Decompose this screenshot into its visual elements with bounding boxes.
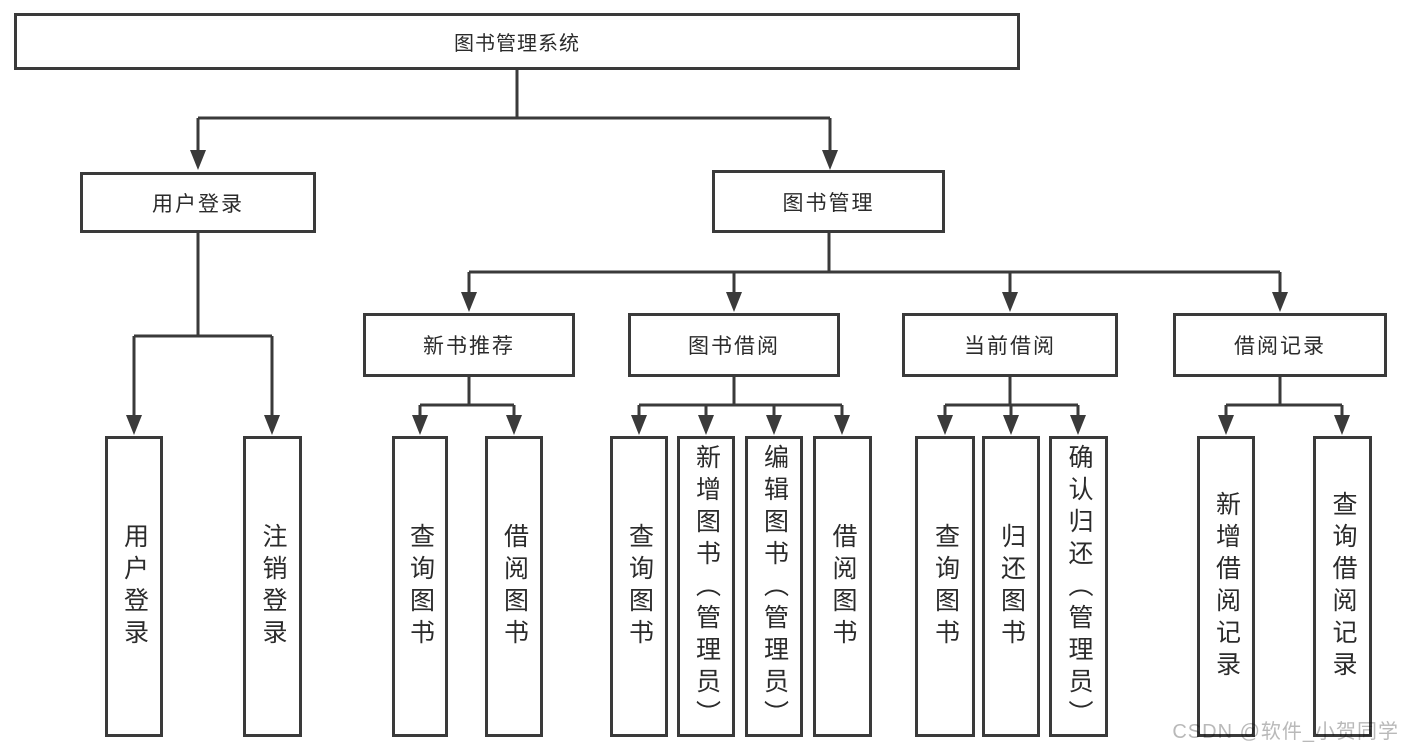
arrowhead — [1070, 415, 1086, 435]
leaf-bb-edit-book-admin-label: 编辑图书（管理员） — [760, 444, 789, 732]
node-book-management: 图书管理 — [712, 170, 945, 233]
leaf-logout: 注销登录 — [243, 436, 302, 737]
node-new-book-recommend: 新书推荐 — [363, 313, 575, 377]
leaf-cb-return-book-label: 归还图书 — [997, 522, 1026, 651]
arrowhead — [412, 415, 428, 435]
leaf-bb-edit-book-admin: 编辑图书（管理员） — [745, 436, 803, 737]
node-borrow-record-label: 借阅记录 — [1234, 335, 1326, 358]
leaf-br-query-record-label: 查询借阅记录 — [1329, 490, 1357, 683]
arrowhead — [1272, 292, 1288, 312]
leaf-cb-confirm-return-admin: 确认归还（管理员） — [1049, 436, 1108, 737]
node-current-borrow: 当前借阅 — [902, 313, 1118, 377]
leaf-bb-borrow-book: 借阅图书 — [813, 436, 872, 737]
arrowhead — [264, 415, 280, 435]
arrowhead — [1002, 292, 1018, 312]
arrowhead — [461, 292, 477, 312]
arrowhead — [126, 415, 142, 435]
node-current-borrow-label: 当前借阅 — [964, 335, 1056, 358]
arrowhead — [1334, 415, 1350, 435]
leaf-user-login: 用户登录 — [105, 436, 163, 737]
leaf-br-query-record: 查询借阅记录 — [1313, 436, 1372, 737]
arrowhead — [1003, 415, 1019, 435]
node-new-book-recommend-label: 新书推荐 — [423, 335, 515, 358]
leaf-bb-query-book-label: 查询图书 — [625, 522, 654, 651]
node-root: 图书管理系统 — [14, 13, 1020, 70]
node-user-login-label: 用户登录 — [152, 192, 244, 216]
arrowhead — [726, 292, 742, 312]
leaf-cb-query-book-label: 查询图书 — [931, 522, 960, 651]
node-book-management-label: 图书管理 — [782, 191, 875, 215]
arrowhead — [190, 150, 206, 170]
leaf-bb-query-book: 查询图书 — [610, 436, 668, 737]
leaf-bb-borrow-book-label: 借阅图书 — [829, 522, 857, 651]
leaf-nbr-borrow-book-label: 借阅图书 — [500, 522, 529, 651]
leaf-cb-query-book: 查询图书 — [915, 436, 975, 737]
leaf-logout-label: 注销登录 — [259, 522, 287, 651]
arrowhead — [506, 415, 522, 435]
node-borrow-record: 借阅记录 — [1173, 313, 1387, 377]
arrowhead — [766, 415, 782, 435]
leaf-nbr-query-book-label: 查询图书 — [406, 522, 435, 651]
arrowhead — [937, 415, 953, 435]
leaf-bb-add-book-admin-label: 新增图书（管理员） — [692, 444, 721, 732]
node-book-borrow: 图书借阅 — [628, 313, 840, 377]
arrowhead — [698, 415, 714, 435]
leaf-nbr-borrow-book: 借阅图书 — [485, 436, 543, 737]
node-user-login: 用户登录 — [80, 172, 316, 233]
leaf-br-add-record: 新增借阅记录 — [1197, 436, 1255, 737]
arrowhead — [834, 415, 850, 435]
arrowhead — [822, 150, 838, 170]
node-book-borrow-label: 图书借阅 — [688, 335, 780, 358]
leaf-nbr-query-book: 查询图书 — [392, 436, 448, 737]
leaf-cb-return-book: 归还图书 — [982, 436, 1040, 737]
leaf-user-login-label: 用户登录 — [120, 522, 149, 651]
leaf-bb-add-book-admin: 新增图书（管理员） — [677, 436, 735, 737]
node-root-label: 图书管理系统 — [454, 33, 580, 55]
arrowhead — [1218, 415, 1234, 435]
arrowhead — [631, 415, 647, 435]
leaf-br-add-record-label: 新增借阅记录 — [1212, 490, 1241, 683]
csdn-watermark: CSDN @软件_小贺同学 — [1172, 721, 1399, 743]
leaf-cb-confirm-return-admin-label: 确认归还（管理员） — [1065, 444, 1093, 732]
